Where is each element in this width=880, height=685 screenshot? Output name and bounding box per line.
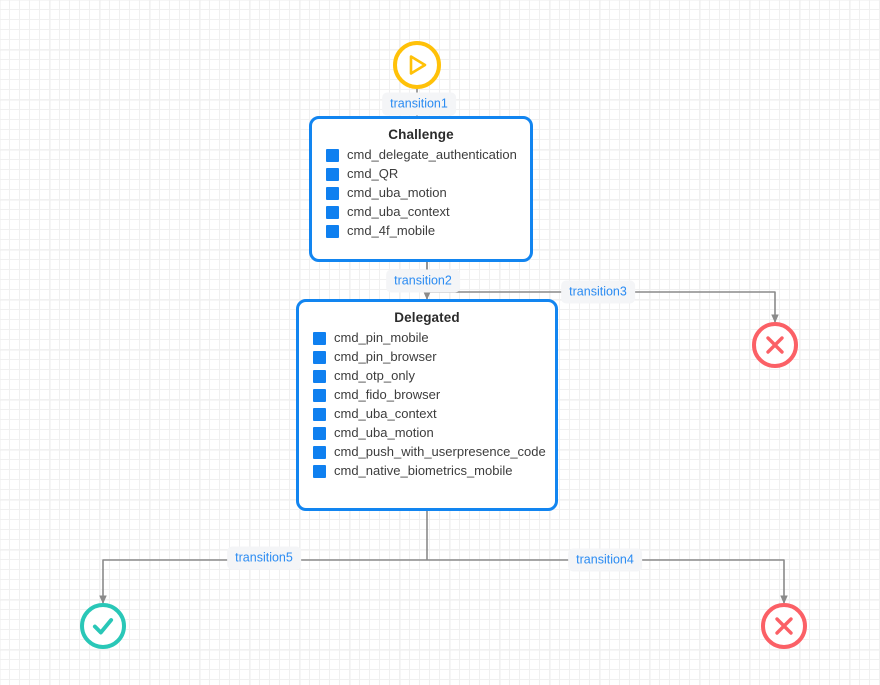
state-row-label: cmd_fido_browser [334,387,441,402]
state-row[interactable]: cmd_uba_motion [313,425,541,441]
error-circle-icon [766,336,784,354]
state-row[interactable]: cmd_pin_mobile [313,330,541,346]
state-row[interactable]: cmd_uba_context [326,204,516,220]
state-row[interactable]: cmd_pin_browser [313,349,541,365]
error-circle-icon [775,617,793,635]
play-circle-icon [409,55,427,75]
state-row-label: cmd_uba_context [347,204,450,219]
state-box-delegated[interactable]: Delegated cmd_pin_mobile cmd_pin_browser… [296,299,558,511]
edge-label-transition2[interactable]: transition2 [386,269,460,293]
command-swatch-icon [313,407,326,421]
state-row[interactable]: cmd_QR [326,166,516,182]
state-row[interactable]: cmd_uba_context [313,406,541,422]
state-row[interactable]: cmd_fido_browser [313,387,541,403]
state-row-label: cmd_push_with_userpresence_code [334,444,546,459]
state-row-label: cmd_delegate_authentication [347,147,517,162]
state-row-label: cmd_pin_mobile [334,330,429,345]
success-check-icon [92,618,114,635]
edge-label-transition1[interactable]: transition1 [382,92,456,116]
command-swatch-icon [326,148,339,162]
state-row-label: cmd_uba_motion [347,185,447,200]
command-swatch-icon [326,205,339,219]
state-row-label: cmd_uba_context [334,406,437,421]
state-row[interactable]: cmd_native_biometrics_mobile [313,463,541,479]
state-row[interactable]: cmd_4f_mobile [326,223,516,239]
command-swatch-icon [313,369,326,383]
edge-label-transition4[interactable]: transition4 [568,548,642,572]
edge-label-transition3[interactable]: transition3 [561,280,635,304]
error-node-bottom[interactable] [761,603,807,649]
state-title-challenge: Challenge [388,127,454,142]
command-swatch-icon [313,464,326,478]
state-row-label: cmd_uba_motion [334,425,434,440]
command-swatch-icon [313,388,326,402]
state-row-label: cmd_QR [347,166,399,181]
state-row[interactable]: cmd_otp_only [313,368,541,384]
command-swatch-icon [313,445,326,459]
command-swatch-icon [313,350,326,364]
success-node[interactable] [80,603,126,649]
command-swatch-icon [326,224,339,238]
command-swatch-icon [326,167,339,181]
state-title-delegated: Delegated [394,310,460,325]
state-row-label: cmd_4f_mobile [347,223,436,238]
command-swatch-icon [313,426,326,440]
start-node[interactable] [393,41,441,89]
state-row-label: cmd_otp_only [334,368,415,383]
state-row[interactable]: cmd_delegate_authentication [326,147,517,163]
state-row-label: cmd_native_biometrics_mobile [334,463,513,478]
edge-label-transition5[interactable]: transition5 [227,546,301,570]
state-row[interactable]: cmd_push_with_userpresence_code [313,444,546,460]
state-box-challenge[interactable]: Challenge cmd_delegate_authentication cm… [309,116,533,262]
state-row-label: cmd_pin_browser [334,349,437,364]
command-swatch-icon [313,331,326,345]
state-row[interactable]: cmd_uba_motion [326,185,516,201]
command-swatch-icon [326,186,339,200]
error-node-top[interactable] [752,322,798,368]
